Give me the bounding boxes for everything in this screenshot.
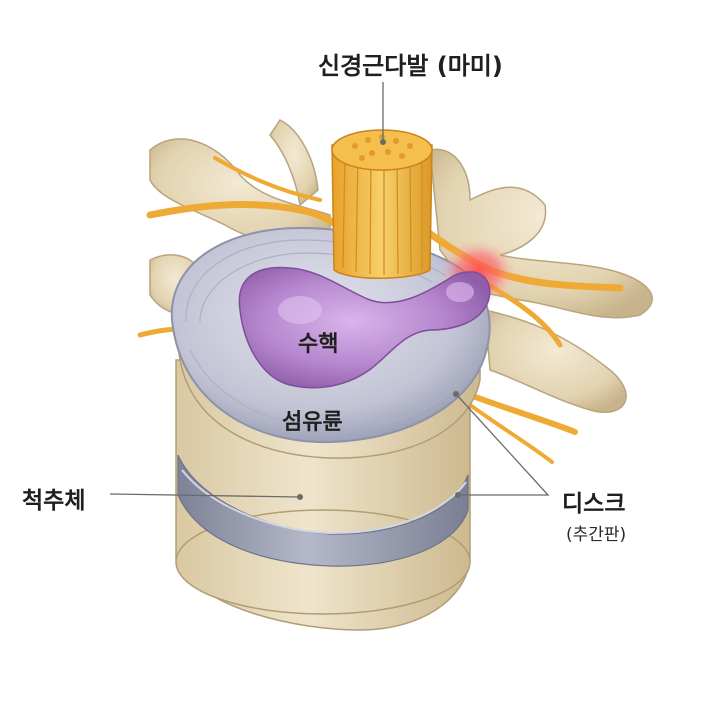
leader-dot-vertebra — [297, 494, 303, 500]
leader-line-disc — [455, 393, 550, 496]
leader-dot-cauda — [380, 139, 386, 145]
leader-lines — [109, 82, 550, 498]
nucleus-label: 수핵 — [298, 332, 339, 357]
cauda-equina-label: 신경근다발 (마미) — [318, 52, 503, 80]
leader-dot-annulus — [453, 391, 459, 397]
leader-dot-disc — [455, 492, 461, 498]
disc-band — [177, 454, 469, 567]
disc-label: 디스크 — [562, 491, 626, 517]
vertebral-body-label: 척추체 — [22, 488, 86, 514]
disc-sublabel: (추간판) — [566, 525, 627, 545]
annulus-label: 섬유륜 — [282, 410, 343, 435]
leader-line-vertebra — [109, 493, 301, 498]
cauda-equina — [331, 129, 433, 279]
